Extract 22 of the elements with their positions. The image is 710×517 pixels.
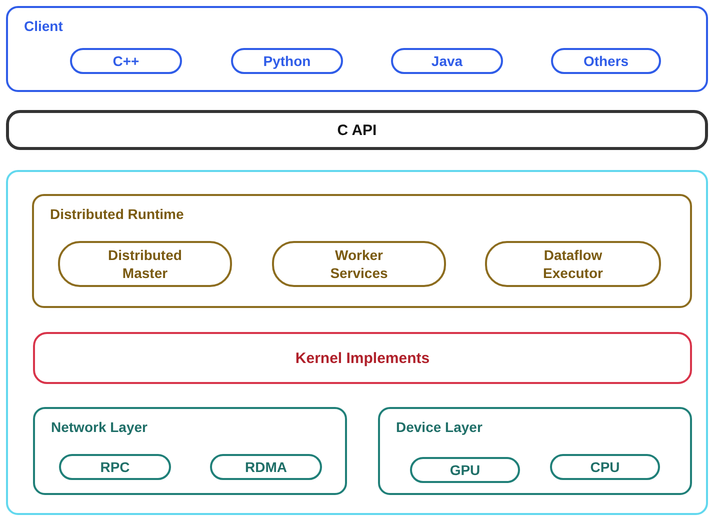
component-pill: RPC	[59, 454, 171, 480]
layer-title: Client	[24, 18, 63, 34]
container-panel	[6, 170, 708, 515]
component-pill: Others	[551, 48, 661, 74]
component-pill: RDMA	[210, 454, 322, 480]
component-pill: Java	[391, 48, 503, 74]
layer-bar: C API	[6, 110, 708, 150]
layer-title: Network Layer	[51, 419, 148, 435]
component-pill: GPU	[410, 457, 520, 483]
layer-panel	[6, 6, 708, 92]
layer-panel	[32, 194, 692, 308]
component-pill: CPU	[550, 454, 660, 480]
layer-title: Distributed Runtime	[50, 206, 184, 222]
layer-panel	[378, 407, 692, 495]
layer-title: Device Layer	[396, 419, 482, 435]
component-pill: Worker Services	[272, 241, 446, 287]
layer-bar: Kernel Implements	[33, 332, 692, 384]
component-pill: C++	[70, 48, 182, 74]
component-pill: Python	[231, 48, 343, 74]
component-pill: Distributed Master	[58, 241, 232, 287]
component-pill: Dataflow Executor	[485, 241, 661, 287]
layer-panel	[33, 407, 347, 495]
